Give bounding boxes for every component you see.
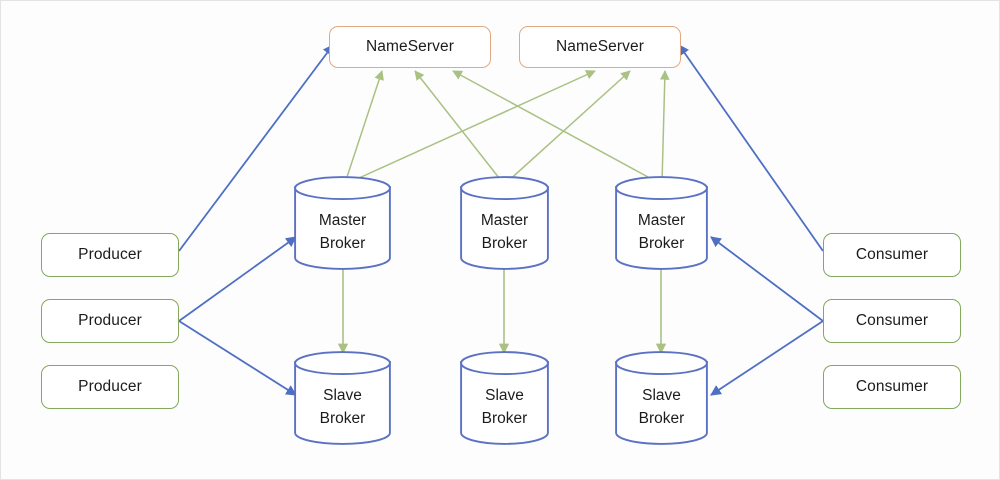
- cylinder-shape-icon: [460, 176, 549, 270]
- slave-broker-node-1-line2: Broker: [319, 410, 366, 428]
- slave-broker-node-3-line2: Broker: [638, 410, 685, 428]
- consumer-node-2-label: Consumer: [855, 312, 929, 329]
- nameserver-node-1[interactable]: NameServer: [329, 26, 491, 68]
- cylinder-shape-icon: [294, 176, 391, 270]
- consumer-node-3-label: Consumer: [855, 378, 929, 395]
- producer-node-3[interactable]: Producer: [41, 365, 179, 409]
- consumer-node-1-label: Consumer: [855, 246, 929, 263]
- master-broker-node-3-line2: Broker: [638, 235, 685, 253]
- producer-node-2-label: Producer: [78, 312, 142, 329]
- slave-broker-node-1-line1: Slave: [323, 386, 362, 404]
- master-broker-node-2-line1: Master: [480, 211, 529, 229]
- cylinder-shape-icon: [460, 351, 549, 445]
- master-broker-node-2-line2: Broker: [481, 235, 528, 253]
- nameserver-node-2[interactable]: NameServer: [519, 26, 681, 68]
- slave-broker-node-2-line2: Broker: [481, 410, 528, 428]
- slave-broker-node-3-line1: Slave: [642, 386, 681, 404]
- producer-node-1-label: Producer: [78, 246, 142, 263]
- consumer-node-2[interactable]: Consumer: [823, 299, 961, 343]
- cylinder-shape-icon: [615, 351, 708, 445]
- producer-node-1[interactable]: Producer: [41, 233, 179, 277]
- cylinder-shape-icon: [294, 351, 391, 445]
- consumer-node-3[interactable]: Consumer: [823, 365, 961, 409]
- cylinder-shape-icon: [615, 176, 708, 270]
- producer-node-3-label: Producer: [78, 378, 142, 395]
- slave-broker-node-2-line1: Slave: [485, 386, 524, 404]
- master-broker-node-1-line1: Master: [318, 211, 367, 229]
- master-broker-node-1-line2: Broker: [319, 235, 366, 253]
- consumer-node-1[interactable]: Consumer: [823, 233, 961, 277]
- master-broker-node-3-line1: Master: [637, 211, 686, 229]
- nameserver-node-1-label: NameServer: [366, 38, 454, 55]
- nameserver-node-2-label: NameServer: [556, 38, 644, 55]
- producer-node-2[interactable]: Producer: [41, 299, 179, 343]
